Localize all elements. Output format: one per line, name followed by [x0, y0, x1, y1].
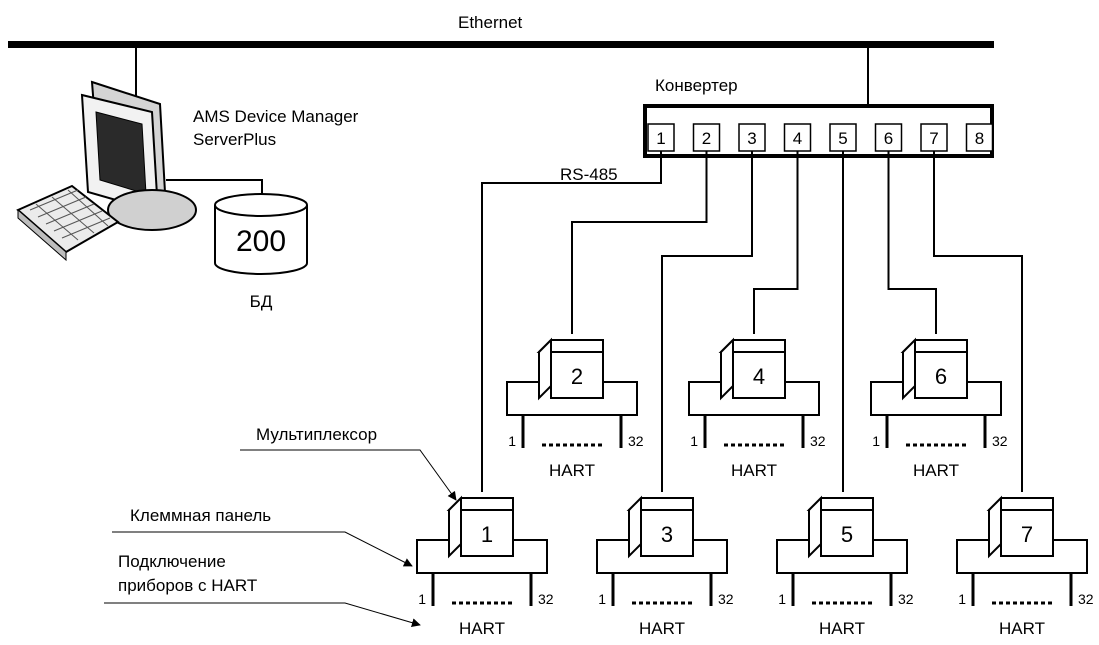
rs485-label: RS-485 — [560, 165, 618, 184]
channel-first: 1 — [508, 433, 516, 449]
channel-last: 32 — [810, 433, 826, 449]
server-name-line2: ServerPlus — [193, 130, 276, 149]
ethernet-label: Ethernet — [458, 13, 523, 32]
channel-last: 32 — [1078, 591, 1094, 607]
converter-port-8 — [965, 123, 994, 152]
channel-first: 1 — [690, 433, 698, 449]
callout-multiplexer-arrow — [240, 449, 457, 501]
converter-port-7 — [920, 123, 948, 152]
channel-last: 32 — [992, 433, 1008, 449]
converter-port-2 — [692, 123, 721, 152]
callout-multiplexer: Мультиплексор — [256, 425, 377, 444]
channel-first: 1 — [418, 591, 426, 607]
converter-port-4 — [783, 123, 812, 152]
channel-last: 32 — [898, 591, 914, 607]
converter-port-6 — [874, 123, 903, 152]
hart-label: HART — [549, 461, 595, 480]
hart-label: HART — [913, 461, 959, 480]
multiplexer-number: 5 — [841, 522, 853, 547]
multiplexer-number: 6 — [935, 364, 947, 389]
wire-port-1 — [481, 151, 662, 492]
converter-port-label: 3 — [747, 129, 756, 148]
multiplexer-box-front — [820, 509, 874, 557]
channel-last: 32 — [718, 591, 734, 607]
converter-port-3 — [738, 123, 766, 152]
multiplexer-box-front — [640, 509, 694, 557]
hart-label: HART — [731, 461, 777, 480]
converter-port-label: 7 — [929, 129, 938, 148]
converter-port-label: 1 — [656, 129, 665, 148]
multiplexer-box-front — [732, 351, 786, 399]
channel-last: 32 — [538, 591, 554, 607]
server-computer-icon — [16, 80, 197, 262]
channel-first: 1 — [778, 591, 786, 607]
multiplexer-number: 1 — [481, 522, 493, 547]
converter-label: Конвертер — [655, 76, 738, 95]
multiplexer-number: 4 — [753, 364, 765, 389]
wire-port-2 — [571, 151, 708, 334]
multiplexer-box-front — [550, 351, 604, 399]
callout-hart-line1: Подключение — [118, 552, 226, 571]
callout-terminal-panel: Клеммная панель — [130, 506, 271, 525]
channel-first: 1 — [872, 433, 880, 449]
wire-port-3 — [661, 151, 753, 492]
hart-label: HART — [459, 619, 505, 638]
hart-label: HART — [999, 619, 1045, 638]
multiplexer-box-front — [1000, 509, 1054, 557]
wire-port-7 — [933, 151, 1023, 492]
hart-label: HART — [639, 619, 685, 638]
converter-port-label: 5 — [838, 129, 847, 148]
converter-port-label: 8 — [975, 129, 984, 148]
callout-hart-line2: приборов с HART — [118, 576, 257, 595]
multiplexer-number: 2 — [571, 364, 583, 389]
database-value: 200 — [236, 225, 286, 258]
multiplexer-box-front — [914, 351, 968, 399]
converter-port-label: 6 — [884, 129, 893, 148]
multiplexer-number: 3 — [661, 522, 673, 547]
wire-port-6 — [887, 151, 937, 334]
database-label: БД — [250, 292, 273, 311]
database-cylinder-icon — [214, 193, 308, 275]
channel-first: 1 — [598, 591, 606, 607]
callout-hart-arrow — [104, 602, 421, 628]
converter-port-5 — [829, 123, 857, 152]
channel-last: 32 — [628, 433, 644, 449]
multiplexer-number: 7 — [1021, 522, 1033, 547]
multiplexer-box-front — [460, 509, 514, 557]
channel-first: 1 — [958, 591, 966, 607]
server-name-line1: AMS Device Manager — [193, 107, 359, 126]
wire-port-4 — [753, 151, 799, 334]
hart-label: HART — [819, 619, 865, 638]
rs485-wires — [481, 151, 1023, 492]
ethernet-bus — [8, 41, 994, 48]
converter-port-label: 4 — [793, 129, 802, 148]
converter-ports: 1 2 3 4 5 6 7 8 — [647, 123, 994, 152]
callout-terminal-panel-arrow — [112, 531, 413, 567]
converter-port-label: 2 — [702, 129, 711, 148]
